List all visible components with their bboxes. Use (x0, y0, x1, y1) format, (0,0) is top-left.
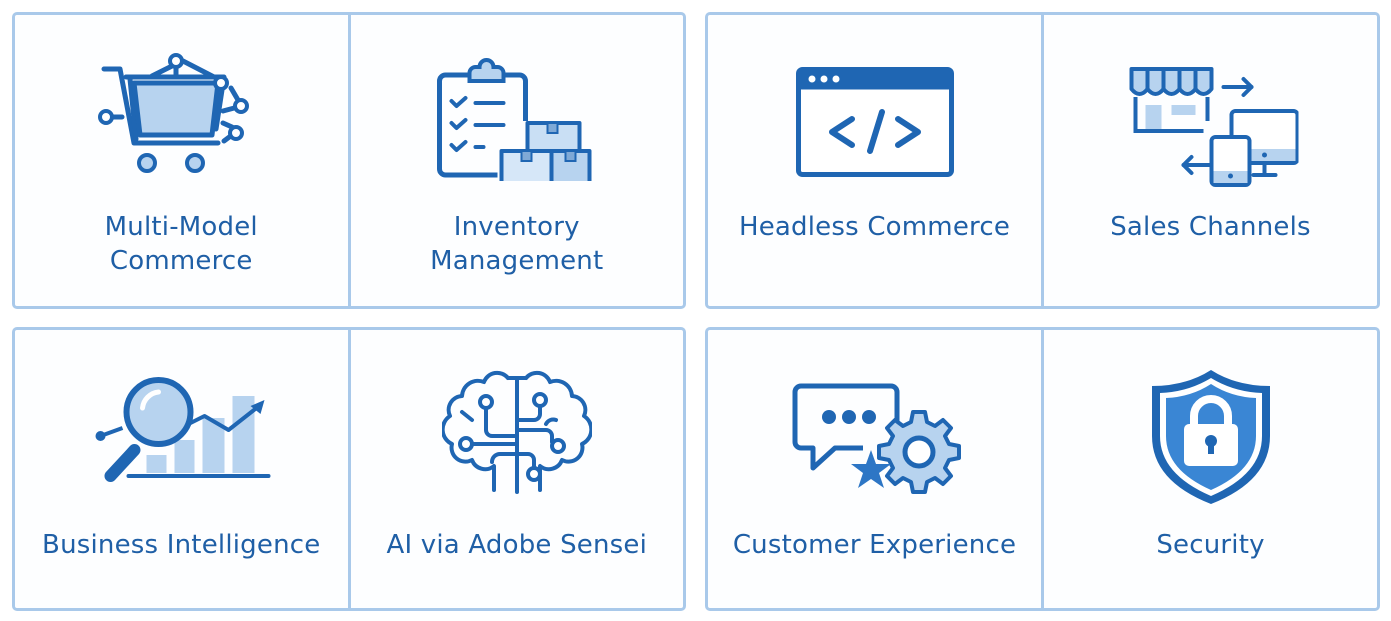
label-line: Multi-Model (104, 212, 258, 242)
label-line: Headless Commerce (738, 212, 1011, 242)
feature-panel-top-left: Multi-Model Commerce (12, 12, 686, 309)
label-line: Security (1156, 530, 1265, 560)
feature-label: Customer Experience (708, 528, 1041, 562)
feature-panel-bottom-left: Business Intelligence (12, 327, 686, 611)
feature-card-customer-experience[interactable]: Customer Experience (708, 330, 1041, 608)
chat-gear-star-icon (789, 380, 961, 495)
label-line: Customer Experience (732, 530, 1017, 560)
feature-card-ai-adobe-sensei[interactable]: AI via Adobe Sensei (347, 330, 684, 608)
label-line: Sales Channels (1110, 212, 1311, 242)
feature-label: Multi-Model Commerce (15, 210, 348, 278)
feature-card-business-intelligence[interactable]: Business Intelligence (15, 330, 348, 608)
clipboard-boxes-icon (429, 51, 604, 181)
browser-code-icon (795, 67, 954, 177)
feature-label: AI via Adobe Sensei (351, 528, 684, 562)
feature-card-headless-commerce[interactable]: Headless Commerce (708, 15, 1041, 306)
feature-card-sales-channels[interactable]: Sales Channels (1041, 15, 1377, 306)
feature-label: Sales Channels (1044, 210, 1377, 244)
shield-lock-icon (1146, 366, 1276, 508)
feature-card-multi-model-commerce[interactable]: Multi-Model Commerce (15, 15, 348, 306)
label-line: Business Intelligence (42, 530, 321, 560)
brain-circuit-icon (441, 370, 592, 498)
feature-label: Headless Commerce (708, 210, 1041, 244)
feature-panel-bottom-right: Customer Experience Security (705, 327, 1380, 611)
label-line: AI via Adobe Sensei (386, 530, 648, 560)
label-line: Inventory (453, 212, 580, 242)
feature-card-inventory-management[interactable]: Inventory Management (347, 15, 684, 306)
feature-panel-top-right: Headless Commerce (705, 12, 1380, 309)
label-line: Commerce (109, 246, 253, 276)
label-line: Management (430, 246, 604, 276)
feature-label: Security (1044, 528, 1377, 562)
feature-card-security[interactable]: Security (1041, 330, 1377, 608)
shopping-cart-network-icon (96, 51, 266, 181)
magnifier-chart-icon (89, 370, 274, 490)
feature-label: Inventory Management (351, 210, 684, 278)
feature-label: Business Intelligence (15, 528, 348, 562)
storefront-devices-icon (1123, 63, 1298, 188)
